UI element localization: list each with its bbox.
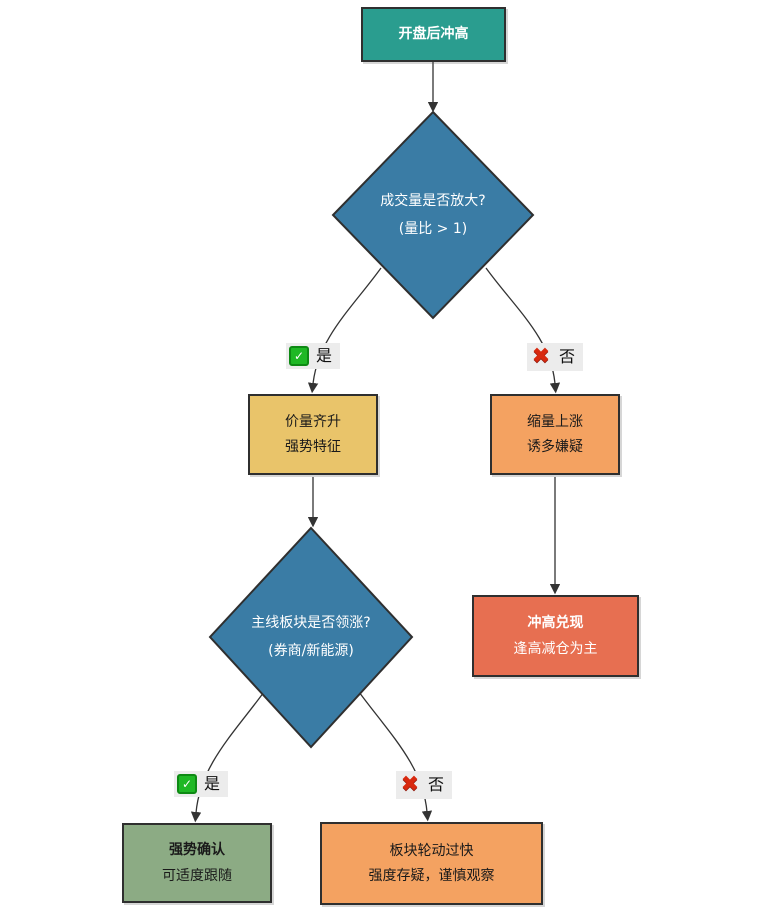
start-node-label: 开盘后冲高 [398, 26, 469, 43]
price-volume-rise-node: 价量齐升 强势特征 [248, 394, 378, 475]
volume-decision-diamond [331, 110, 535, 320]
sector-decision-diamond [208, 526, 414, 749]
edge-label-no-1: ✖ 否 [527, 343, 584, 371]
edge-label-no-2-text: 否 [428, 775, 445, 794]
edge-label-yes-1: ✓ 是 [286, 343, 341, 369]
edge-label-yes-2-text: 是 [204, 774, 221, 793]
strong-confirm-node: 强势确认 可适度跟随 [122, 823, 272, 903]
check-icon: ✓ [177, 774, 197, 794]
sector-rotation-line2: 强度存疑，谨慎观察 [368, 868, 495, 884]
check-icon: ✓ [289, 346, 309, 366]
shrink-volume-rise-line2: 诱多嫌疑 [527, 439, 583, 455]
take-profit-node: 冲高兑现 逢高减仓为主 [472, 595, 639, 677]
edge-sector-yes [190, 691, 265, 823]
cross-icon: ✖ [400, 772, 420, 797]
edge-label-no-1-text: 否 [559, 347, 576, 366]
strong-confirm-line1: 强势确认 [169, 842, 225, 859]
sector-rotation-node: 板块轮动过快 强度存疑，谨慎观察 [320, 822, 543, 905]
take-profit-line2: 逢高减仓为主 [513, 640, 598, 657]
price-volume-rise-line2: 强势特征 [285, 439, 341, 455]
start-node: 开盘后冲高 [361, 7, 506, 62]
shrink-volume-rise-node: 缩量上涨 诱多嫌疑 [490, 394, 620, 475]
cross-icon: ✖ [531, 344, 551, 369]
edge-label-yes-1-text: 是 [316, 346, 333, 365]
edge-volume-yes [307, 267, 382, 394]
strong-confirm-line2: 可适度跟随 [162, 867, 232, 884]
price-volume-rise-line1: 价量齐升 [285, 413, 341, 430]
sector-rotation-line1: 板块轮动过快 [389, 842, 474, 859]
shrink-volume-rise-line1: 缩量上涨 [527, 413, 583, 430]
take-profit-line1: 冲高兑现 [527, 615, 584, 632]
edge-label-yes-2: ✓ 是 [174, 771, 229, 797]
edge-label-no-2: ✖ 否 [396, 771, 453, 799]
